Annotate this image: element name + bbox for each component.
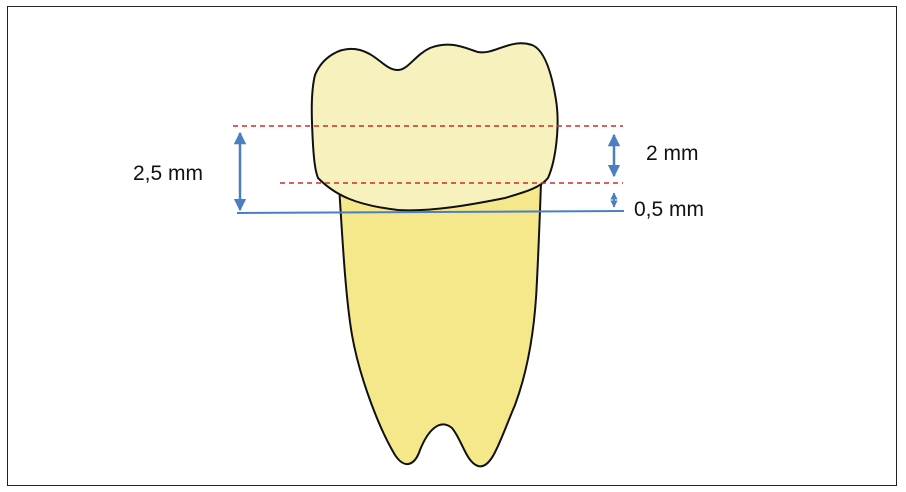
cervical-segment-label: 0,5 mm [634,198,704,221]
tooth-crown [312,43,558,210]
tooth-root [339,183,541,466]
total-distance-label: 2,5 mm [133,162,203,185]
baseline [237,211,624,213]
crown-segment-label: 2 mm [646,142,699,165]
